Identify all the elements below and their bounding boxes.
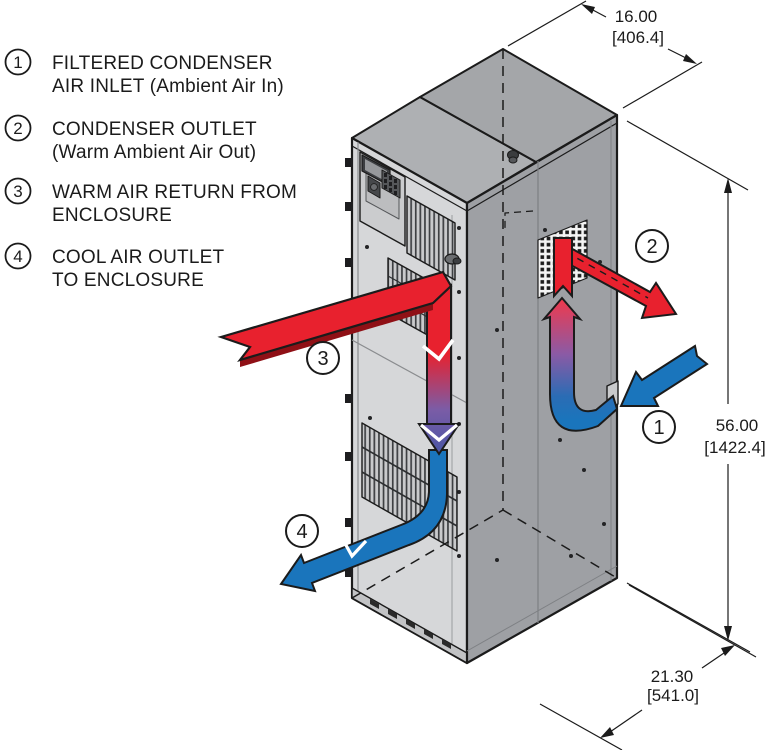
callout-1-number: 1 <box>653 417 664 439</box>
legend-item-1: 1 FILTERED CONDENSER AIR INLET (Ambient … <box>4 48 284 97</box>
callout-4-number: 4 <box>296 521 307 543</box>
condenser-outlet-arrow <box>553 237 678 320</box>
dim-height-mm: [1422.4] <box>704 438 765 457</box>
hidden-feature-outline <box>504 210 534 229</box>
dim-top-width-in: 16.00 <box>615 7 658 26</box>
legend-2-number: 2 <box>13 119 22 138</box>
cool-air-outlet-arrow <box>279 449 448 593</box>
top-face <box>351 48 618 204</box>
refrigerant-fitting <box>444 253 462 265</box>
dim-height-in: 56.00 <box>716 416 759 435</box>
legend: 1 FILTERED CONDENSER AIR INLET (Ambient … <box>4 48 297 291</box>
panel-gauge <box>367 175 381 199</box>
legend-1-line-1: FILTERED CONDENSER <box>52 53 273 74</box>
callout-3-number: 3 <box>317 348 328 370</box>
dimension-top-width: 16.00 [406.4] <box>507 0 703 109</box>
callout-4: 4 <box>285 514 319 548</box>
callout-2: 2 <box>635 229 669 263</box>
cabinet <box>345 48 619 665</box>
condenser-inlet-arrow <box>619 344 709 407</box>
legend-item-2: 2 CONDENSER OUTLET (Warm Ambient Air Out… <box>4 114 257 163</box>
warm-air-return-arrow <box>217 270 453 367</box>
front-face <box>345 136 469 665</box>
dim-depth-mm: [541.0] <box>647 686 699 705</box>
callout-3: 3 <box>306 341 340 375</box>
plinth-vent-slots <box>370 599 451 649</box>
legend-3-number: 3 <box>13 182 22 201</box>
warm-to-cool-descent-arrow <box>417 283 461 456</box>
top-fitting-knob <box>507 150 519 164</box>
side-face <box>465 113 619 665</box>
legend-2-line-2: (Warm Ambient Air Out) <box>52 142 256 163</box>
dimension-depth: 21.30 [541.0] <box>539 584 757 750</box>
keypad <box>381 169 401 199</box>
legend-4-line-2: TO ENCLOSURE <box>52 270 204 291</box>
control-panel <box>359 151 406 247</box>
legend-3-line-1: WARM AIR RETURN FROM <box>52 182 297 203</box>
legend-1-line-2: AIR INLET (Ambient Air In) <box>52 76 284 97</box>
callout-1: 1 <box>642 410 676 444</box>
front-upper-grille <box>406 195 456 281</box>
legend-3-line-2: ENCLOSURE <box>52 205 172 226</box>
legend-item-3: 3 WARM AIR RETURN FROM ENCLOSURE <box>4 177 297 226</box>
callout-2-number: 2 <box>646 236 657 258</box>
dimension-height: 56.00 [1422.4] <box>626 120 766 653</box>
legend-1-number: 1 <box>13 53 22 72</box>
legend-2-line-1: CONDENSER OUTLET <box>52 119 257 140</box>
legend-item-4: 4 COOL AIR OUTLET TO ENCLOSURE <box>4 242 224 291</box>
legend-4-number: 4 <box>13 247 22 266</box>
hidden-edges <box>351 49 618 599</box>
top-panel-seam <box>419 96 537 163</box>
legend-4-line-1: COOL AIR OUTLET <box>52 247 224 268</box>
dim-depth-in: 21.30 <box>651 667 694 686</box>
internal-condenser-flow-arrow <box>540 296 619 432</box>
dim-top-width-mm: [406.4] <box>612 28 664 47</box>
